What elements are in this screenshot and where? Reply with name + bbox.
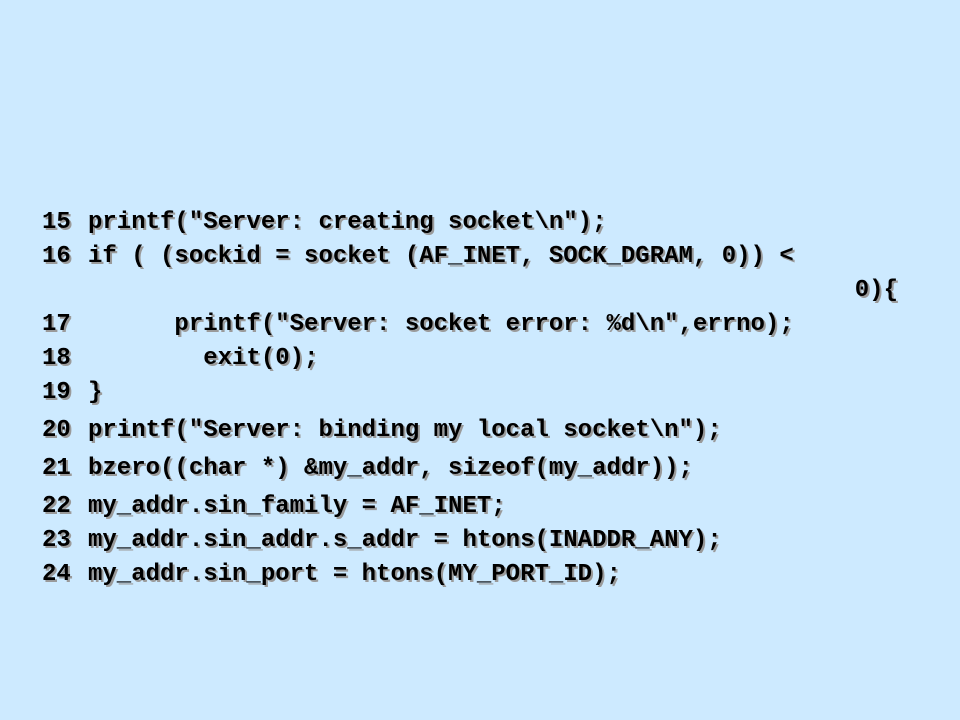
line-number: 20: [42, 417, 71, 444]
code-line: 19 }: [42, 376, 922, 410]
code-line: 16 if ( (sockid = socket (AF_INET, SOCK_…: [42, 240, 922, 274]
code-line: 22 my_addr.sin_family = AF_INET;: [42, 490, 922, 524]
line-text: bzero((char *) &my_addr, sizeof(my_addr)…: [88, 455, 693, 482]
code-line: 17 printf("Server: socket error: %d\n",e…: [42, 308, 922, 342]
line-number: 19: [42, 379, 71, 406]
line-number: 21: [42, 455, 71, 482]
code-line: 21 bzero((char *) &my_addr, sizeof(my_ad…: [42, 452, 922, 486]
line-number: 16: [42, 243, 71, 270]
line-text: exit(0);: [88, 345, 319, 372]
code-line: 20 printf("Server: binding my local sock…: [42, 414, 922, 448]
line-text: }: [88, 379, 103, 406]
code-line: 24 my_addr.sin_port = htons(MY_PORT_ID);: [42, 558, 922, 592]
line-text: if ( (sockid = socket (AF_INET, SOCK_DGR…: [88, 243, 794, 270]
line-number: 15: [42, 209, 71, 236]
line-number: 22: [42, 493, 71, 520]
code-line: 18 exit(0);: [42, 342, 922, 376]
line-text: my_addr.sin_addr.s_addr = htons(INADDR_A…: [88, 527, 722, 554]
line-text: printf("Server: creating socket\n");: [88, 209, 607, 236]
line-continuation: 0){: [854, 277, 898, 304]
line-text: printf("Server: binding my local socket\…: [88, 417, 722, 444]
code-line: 15 printf("Server: creating socket\n");: [42, 206, 922, 240]
line-text: printf("Server: socket error: %d\n",errn…: [88, 311, 794, 338]
line-number: 18: [42, 345, 71, 372]
line-number: 24: [42, 561, 71, 588]
line-number: 17: [42, 311, 71, 338]
line-text: my_addr.sin_family = AF_INET;: [88, 493, 506, 520]
code-line: 23 my_addr.sin_addr.s_addr = htons(INADD…: [42, 524, 922, 558]
line-number: 23: [42, 527, 71, 554]
line-text: my_addr.sin_port = htons(MY_PORT_ID);: [88, 561, 621, 588]
code-listing: 15 printf("Server: creating socket\n"); …: [42, 206, 922, 592]
